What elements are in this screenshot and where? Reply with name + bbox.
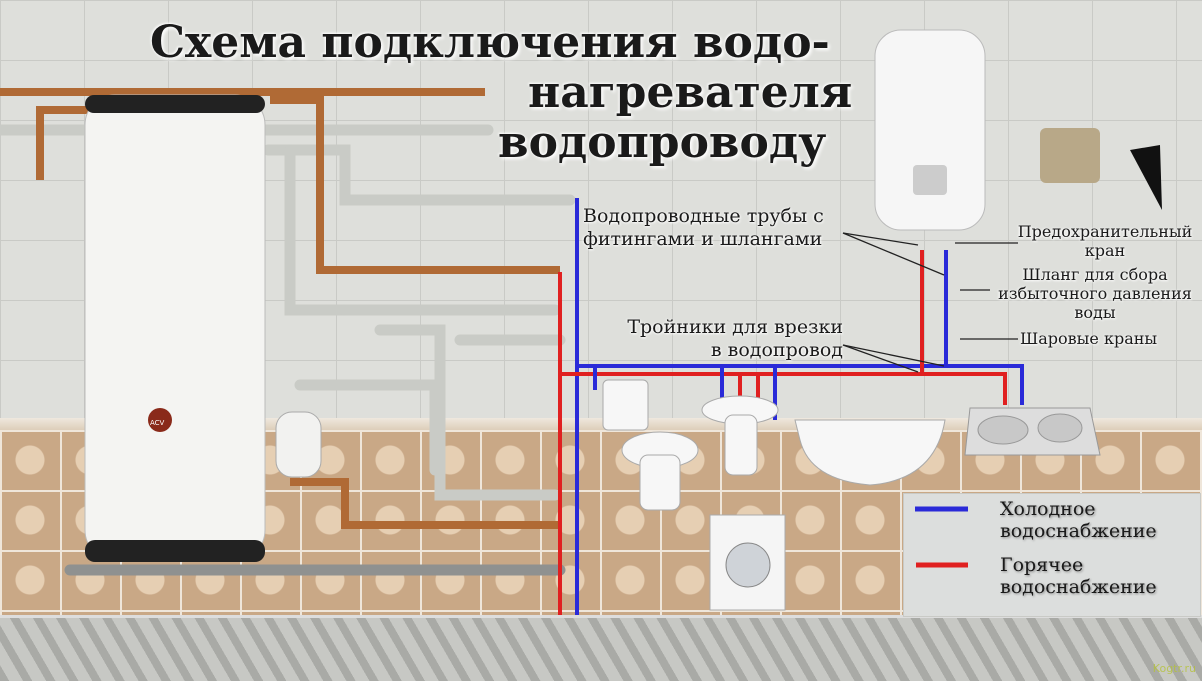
label-line: кран (1084, 241, 1126, 260)
label-line: Тройники для врезки (627, 316, 843, 338)
leader-lines (842, 232, 1018, 373)
boiler-tank (84, 94, 266, 562)
hot-distribution-line (560, 372, 1007, 405)
sink (701, 395, 779, 476)
watermark: Kogtr.ru (1152, 662, 1196, 675)
wall-water-heater (874, 29, 986, 231)
label-line: Водопроводные трубы с (583, 205, 824, 227)
bathtub (794, 419, 946, 486)
legend-panel (903, 493, 1201, 617)
legend-text: Холодное (1000, 498, 1096, 520)
legend-cold: Холодное водоснабжение (1000, 498, 1157, 542)
label-line: Предохранительный (1017, 222, 1193, 241)
label-ball-valves: Шаровые краны (1020, 329, 1158, 348)
label-line: воды (1074, 303, 1116, 322)
legend-hot: Горячее водоснабжение (1000, 554, 1157, 598)
copper-pipes (0, 88, 560, 529)
label-tees: Тройники для врезки в водопровод (600, 316, 843, 362)
label-line: избыточного давления (998, 284, 1192, 303)
legend-text: водоснабжение (1000, 520, 1157, 542)
safety-valve-picture (1040, 128, 1162, 210)
cold-distribution-line (577, 364, 1024, 405)
kitchen-sink (964, 407, 1101, 456)
tank-logo: ACV (150, 419, 165, 427)
legend-text: водоснабжение (1000, 576, 1157, 598)
title: Схема подключения водо- нагревателя водо… (150, 18, 852, 168)
washing-machine (709, 514, 786, 611)
title-line-3: водопроводу (498, 117, 827, 168)
label-safety-valve: Предохранительный кран (1010, 222, 1200, 260)
marble-floor (0, 615, 1202, 681)
label-line: в водопровод (710, 339, 843, 361)
expansion-vessel (275, 411, 322, 478)
legend-text: Горячее (1000, 554, 1084, 576)
title-line-2: нагревателя (528, 67, 853, 118)
label-line: фитингами и шлангами (583, 228, 823, 250)
label-overflow-hose: Шланг для сбора избыточного давления вод… (990, 265, 1200, 322)
title-line-1: Схема подключения водо- (150, 17, 830, 68)
label-line: Шланг для сбора (1022, 265, 1168, 284)
toilet (602, 379, 699, 511)
label-pipes-fittings: Водопроводные трубы с фитингами и шланга… (583, 205, 824, 251)
